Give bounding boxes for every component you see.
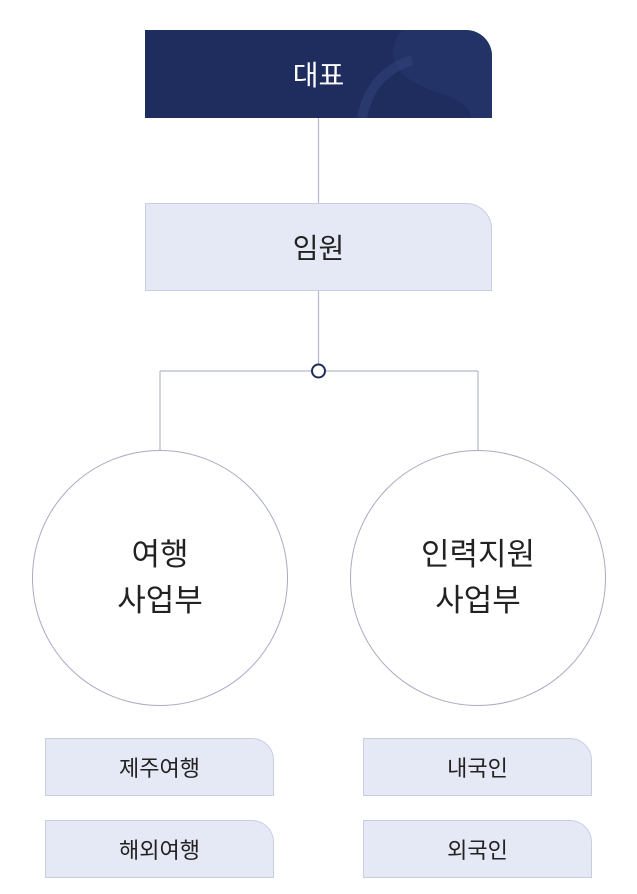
team-box-jeju: 제주여행 <box>45 738 274 796</box>
ceo-label: 대표 <box>292 59 345 92</box>
team-box-domestic: 내국인 <box>363 738 592 796</box>
decorative-swoosh <box>357 30 492 118</box>
executive-box: 임원 <box>145 203 492 291</box>
team-label: 내국인 <box>447 757 508 782</box>
ceo-box: 대표 <box>145 30 492 118</box>
team-box-foreign: 외국인 <box>363 820 592 878</box>
team-label: 제주여행 <box>119 757 200 782</box>
department-staffing-line2: 사업부 <box>435 583 521 619</box>
team-label: 해외여행 <box>119 839 200 864</box>
department-travel-line1: 여행 <box>131 537 189 573</box>
team-label: 외국인 <box>447 839 508 864</box>
department-travel-line2: 사업부 <box>117 583 203 619</box>
department-travel-circle: 여행 사업부 <box>32 450 288 706</box>
department-staffing-circle: 인력지원 사업부 <box>350 450 606 706</box>
department-staffing-line1: 인력지원 <box>420 537 536 573</box>
team-box-overseas: 해외여행 <box>45 820 274 878</box>
executive-label: 임원 <box>292 232 345 265</box>
junction-dot <box>311 363 326 379</box>
